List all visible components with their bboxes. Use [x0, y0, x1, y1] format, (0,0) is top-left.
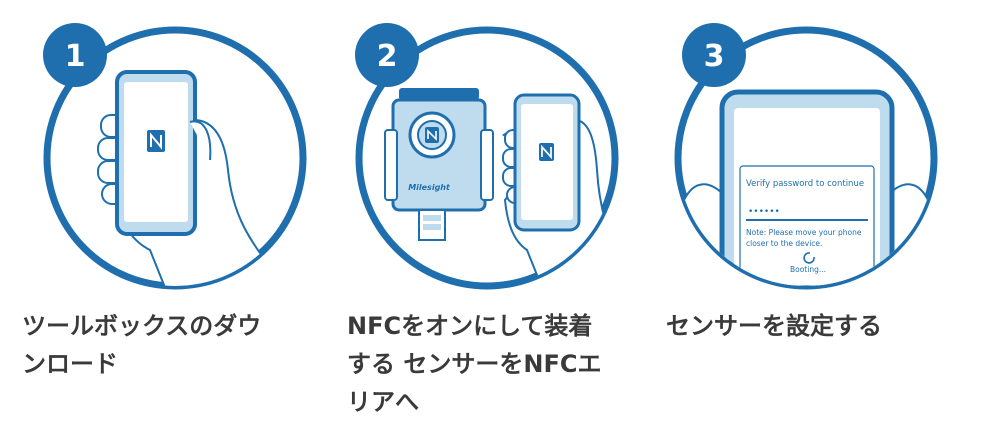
step-2-number: 2 — [377, 39, 398, 74]
step-2-caption-line-1: NFCをオンにして装着 — [347, 312, 593, 340]
step-1: 1 ツールボックスのダウ ンロード — [0, 0, 327, 433]
note-line-2: closer to the device. — [746, 239, 822, 248]
spinner-icon — [803, 252, 815, 264]
step-1-caption: ツールボックスのダウ ンロード — [22, 307, 307, 383]
password-mask: •••••• — [748, 207, 780, 217]
device-brand-label: Milesight — [408, 183, 451, 192]
sensor-device: Milesight — [384, 88, 494, 241]
verify-prompt: Verify password to continue — [746, 179, 864, 189]
step-2-caption-line-3: リアへ — [347, 388, 419, 416]
nfc-icon — [425, 127, 439, 143]
verify-dialog — [739, 165, 875, 286]
step-1-number-badge — [43, 23, 107, 87]
step-3-caption: センサーを設定する — [666, 307, 966, 345]
step-1-illustration: 1 — [43, 23, 307, 290]
step-3-illustration: Verify password to continue •••••• Note:… — [674, 23, 938, 290]
note-line-1: Note: Please move your phone — [746, 228, 862, 237]
step-2-caption: NFCをオンにして装着 する センサーをNFCエ リアへ — [347, 307, 637, 421]
step-3-number-badge — [682, 23, 746, 87]
step-2-illustration: Milesight — [355, 23, 619, 290]
nfc-icon — [147, 130, 165, 152]
phone-2-screen — [521, 104, 573, 220]
step-3-number: 3 — [704, 39, 725, 74]
step-1-caption-line-2: ンロード — [22, 350, 118, 378]
step-2: Milesight — [327, 0, 654, 433]
nfc-icon — [539, 143, 554, 161]
step-3: Verify password to continue •••••• Note:… — [654, 0, 981, 433]
step-1-caption-line-1: ツールボックスのダウ — [22, 312, 262, 340]
step-1-number: 1 — [65, 39, 86, 74]
step-2-caption-line-2: する センサーをNFCエ — [347, 350, 602, 378]
step-3-caption-line-1: センサーを設定する — [666, 312, 882, 340]
booting-status: Booting... — [790, 265, 826, 274]
step-2-number-badge — [355, 23, 419, 87]
